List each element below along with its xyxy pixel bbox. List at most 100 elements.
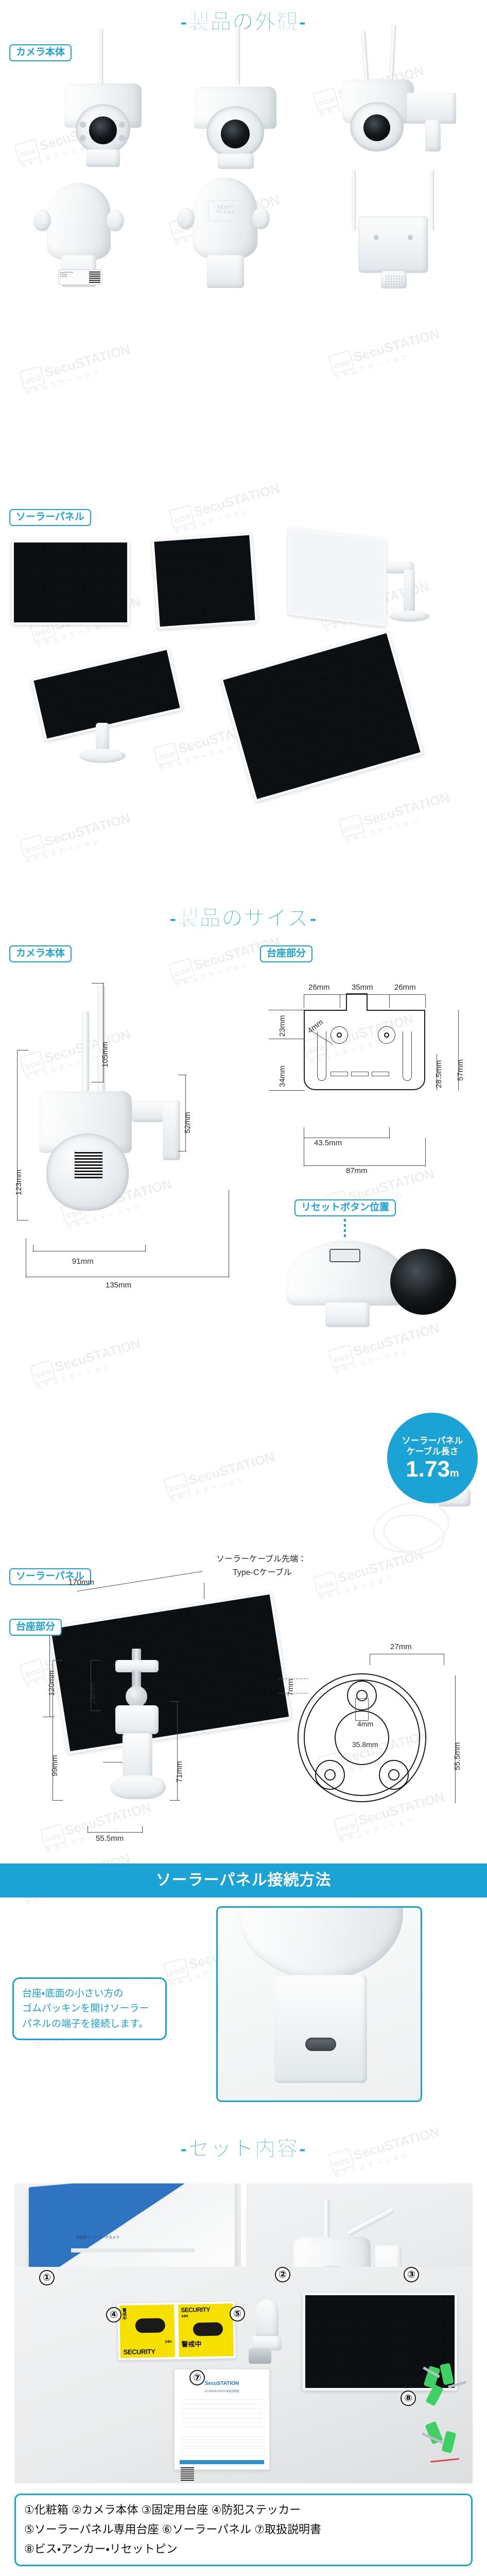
callout-line-3: パネルの端子を接続します。 bbox=[22, 2018, 149, 2029]
camera-reset-photo bbox=[264, 1231, 487, 1329]
dim-total-width: 135mm bbox=[106, 1281, 132, 1290]
sticker-24h-text-1: 24H bbox=[165, 2340, 172, 2344]
dimtick bbox=[425, 1138, 426, 1166]
dim-base-neck-height: 71mm bbox=[175, 1761, 184, 1783]
solar-connect-photo bbox=[216, 1906, 422, 2102]
dimtick bbox=[389, 1127, 390, 1139]
dimline-solar-height bbox=[49, 1624, 50, 1717]
dim-plate-top-b: 35mm bbox=[352, 983, 373, 992]
tfcard-label: TF Card bbox=[216, 210, 235, 214]
solar-photo-tilt-right bbox=[220, 630, 424, 803]
set-marker-2: ② bbox=[275, 2267, 290, 2282]
dimtick bbox=[389, 994, 390, 1008]
tag-reset-button: リセットボタン位置 bbox=[294, 1199, 396, 1216]
dimtick bbox=[170, 1800, 180, 1801]
set-contents-row-2: ⑤ソーラーパネル専用台座 ⑥ソーラーパネル ⑦取扱説明書 bbox=[24, 2522, 321, 2536]
cable-badge-line2: ケーブル長さ bbox=[406, 1447, 459, 1456]
dimline-left34 bbox=[269, 1090, 305, 1091]
dimline-base-foot bbox=[88, 1832, 142, 1833]
connect-instruction-callout: 台座・底面の小さい方の ゴムパッキンを開けソーラー パネルの端子を接続します。 bbox=[12, 1977, 167, 2041]
tag-base-part: 台座部分 bbox=[260, 945, 313, 962]
camera-photo-side: RESET TF Card bbox=[170, 178, 281, 289]
cable-badge-line1: ソーラーパネル bbox=[402, 1435, 463, 1446]
section-title-set: -セット内容- bbox=[180, 2137, 307, 2160]
camera-photo-mount-bracket bbox=[329, 170, 458, 289]
callout-line-1: 台座・底面の小さい方の bbox=[22, 1988, 124, 1999]
dim-body-height: 123mm bbox=[14, 1169, 23, 1195]
dim-base-foot-width: 55.5mm bbox=[96, 1834, 124, 1843]
dim-solar-width: 170mm bbox=[68, 1578, 95, 1587]
dimline-bracket bbox=[185, 1075, 186, 1151]
security-sticker-sheet: 警戒中 SECURITY 24H SECURITY 24H 警戒中 bbox=[117, 2301, 236, 2361]
solar-cable-tip-label: ソーラーケーブル先端： bbox=[216, 1555, 307, 1564]
manual-title: SecuSTATION bbox=[204, 2381, 239, 2386]
dimline-base-neck bbox=[177, 1701, 178, 1800]
dimline-top bbox=[304, 994, 425, 995]
cable-badge-value: 1.73 bbox=[406, 1456, 450, 1482]
dim-plate-bolt-circle: 35.8mm bbox=[352, 1740, 378, 1749]
reset-label: RESET bbox=[217, 205, 234, 210]
solar-photo-stand-left bbox=[30, 647, 206, 773]
cable-length-badge: ソーラーパネル ケーブル長さ 1.73m bbox=[387, 1413, 478, 1503]
dimtick bbox=[170, 1701, 180, 1702]
solar-photo-stand-right bbox=[288, 527, 458, 636]
dimtick bbox=[145, 1245, 146, 1252]
tag-solar-panel-size: ソーラーパネル bbox=[9, 1568, 91, 1585]
set-contents-list: ①化粧箱 ②カメラ本体 ③固定用台座 ④防犯ステッカー ⑤ソーラーパネル専用台座… bbox=[14, 2494, 473, 2567]
dim-antenna-height: 105mm bbox=[101, 1041, 110, 1067]
sticker-security-text-2: SECURITY bbox=[181, 2306, 211, 2314]
set-marker-1: ① bbox=[39, 2270, 55, 2285]
set-marker-8: ⑧ bbox=[401, 2391, 416, 2406]
dim-plate-outer-width: 87mm bbox=[346, 1166, 368, 1175]
dimline-right57 bbox=[458, 1010, 459, 1090]
cable-badge-unit: m bbox=[449, 1468, 459, 1480]
tag-solar-panel: ソーラーパネル bbox=[9, 509, 91, 526]
dimline-plate-diameter bbox=[455, 1675, 456, 1803]
set-marker-3: ③ bbox=[404, 2267, 419, 2282]
solar-cable-tip-value: Type-Cケーブル bbox=[233, 1568, 292, 1577]
section-title-appearance: -製品の外観- bbox=[180, 10, 307, 33]
set-marker-4: ④ bbox=[106, 2307, 121, 2323]
dim-plate-diameter: 55.5mm bbox=[453, 1742, 462, 1770]
tag-camera-body: カメラ本体 bbox=[9, 44, 72, 61]
rubber-gasket-port bbox=[305, 2038, 336, 2051]
sticker-keikai-text-2: 警戒中 bbox=[181, 2340, 202, 2348]
camera-photo-angle-right bbox=[329, 24, 463, 162]
dim-plate-inner-width: 43.5mm bbox=[314, 1139, 342, 1147]
dimtick bbox=[53, 1800, 63, 1801]
dim-base-head-height: 28mm bbox=[89, 1683, 97, 1704]
reset-pointer-line bbox=[344, 1219, 346, 1238]
dim-plate-edge: 7mm bbox=[286, 1679, 295, 1696]
solar-photo-flat-center bbox=[151, 532, 258, 630]
section-title-size: -製品のサイズ- bbox=[169, 906, 318, 930]
sticker-security-text-1: SECURITY bbox=[123, 2347, 155, 2356]
dimline-body-height bbox=[17, 1050, 18, 1220]
dim-plate-screw-hole: 4mm bbox=[357, 1720, 374, 1728]
base-plate-drawing bbox=[304, 993, 425, 1090]
tag-base-part-size: 台座部分 bbox=[9, 1619, 62, 1636]
dimline-solar-width bbox=[77, 1571, 203, 1591]
dimline-outer bbox=[304, 1165, 425, 1166]
base-plate-circle-drawing bbox=[298, 1673, 426, 1802]
dimtick bbox=[17, 1220, 28, 1221]
dim-base-total-height: 99mm bbox=[50, 1755, 59, 1776]
set-marker-5: ⑤ bbox=[230, 2306, 245, 2321]
product-label-brand: SecuSTATION bbox=[60, 271, 73, 274]
sticker-keikai-text-1: 警戒中 bbox=[122, 2308, 127, 2320]
tag-camera-body-size: カメラ本体 bbox=[9, 945, 72, 962]
dim-plate-top-27: 27mm bbox=[390, 1642, 412, 1651]
solar-base-accessory bbox=[249, 2299, 285, 2364]
screw-pack-upper bbox=[421, 2363, 473, 2409]
dim-solar-height: 120mm bbox=[47, 1670, 56, 1696]
dimtick bbox=[142, 1826, 143, 1833]
set-contents-row-3: ⑧ビス・アンカー・リセットピン bbox=[24, 2542, 178, 2555]
dimtick bbox=[425, 994, 426, 1008]
base-stand-photo bbox=[103, 1649, 175, 1803]
